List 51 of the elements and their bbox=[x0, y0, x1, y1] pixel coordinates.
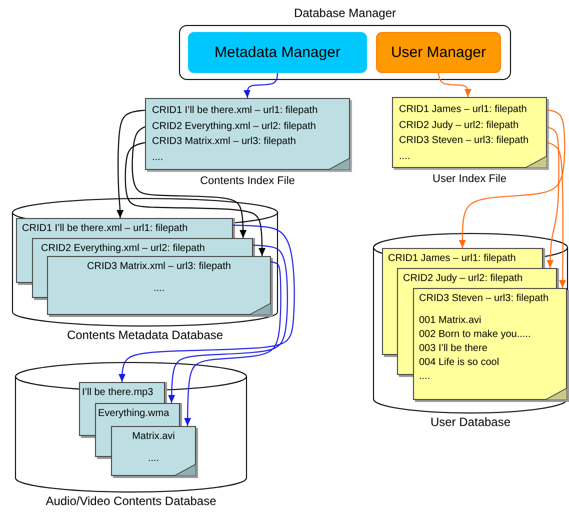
stacked-card-top bbox=[32, 238, 253, 256]
connector-arrow bbox=[132, 126, 247, 238]
card-text: 001 Matrix.avi bbox=[419, 314, 482, 328]
stacked-card-top bbox=[397, 268, 557, 288]
card-text: CRID2 Everything.xml – url2: filepath bbox=[41, 242, 206, 256]
card-text: CRID2 Judy – url2: filepath bbox=[403, 272, 524, 286]
card-text: 004 Life is so cool bbox=[419, 356, 500, 370]
connector-arrow bbox=[458, 109, 566, 248]
card-text: .... bbox=[419, 370, 432, 384]
card-text: I’ll be there.mp3 bbox=[82, 386, 154, 400]
stacked-card-top bbox=[382, 248, 543, 268]
connector-arrow bbox=[438, 72, 472, 97]
card-text: CRID1 James – url1: filepath bbox=[388, 252, 517, 266]
card-text: 003 I’ll be there bbox=[419, 342, 488, 356]
manager-box: Metadata Manager bbox=[188, 32, 367, 73]
card-text: Matrix.avi bbox=[131, 430, 176, 444]
database-label: Contents Metadata Database bbox=[66, 328, 224, 342]
card-text: .... bbox=[146, 452, 160, 466]
card-text: Everything.wma bbox=[98, 407, 170, 421]
connector-arrow bbox=[116, 110, 146, 218]
note-text: CRID3 Matrix.xml – url3: filepath bbox=[152, 135, 297, 149]
stacked-card-top bbox=[79, 382, 165, 403]
connector-arrow bbox=[124, 142, 266, 256]
connector-arrow bbox=[184, 261, 282, 426]
card-text: CRID1 I’ll be there.xml – url1: filepath bbox=[22, 222, 189, 236]
manager-box: User Manager bbox=[376, 32, 501, 73]
connector-arrow bbox=[168, 244, 288, 403]
note-text: CRID2 Judy – url2: filepath bbox=[399, 118, 520, 132]
database-label: Audio/Video Contents Database bbox=[44, 494, 218, 508]
card-text: 002 Born to make you..... bbox=[419, 328, 532, 342]
record-card bbox=[111, 426, 196, 476]
note-caption: Contents Index File bbox=[199, 175, 296, 187]
note-text: .... bbox=[399, 150, 412, 164]
record-card bbox=[47, 256, 271, 315]
connector-arrow bbox=[118, 224, 295, 382]
card-text: CRID3 Matrix.xml – url3: filepath bbox=[86, 260, 232, 274]
connector-arrow bbox=[546, 126, 560, 268]
card-text: .... bbox=[152, 282, 166, 296]
connector-arrow bbox=[546, 142, 566, 288]
record-card bbox=[413, 288, 567, 400]
database-label: User Database bbox=[429, 415, 512, 429]
note-text: CRID3 Steven – url3: filepath bbox=[399, 134, 530, 148]
note-text: .... bbox=[152, 150, 164, 164]
stacked-card-top bbox=[16, 218, 233, 238]
note-text: CRID1 I’ll be there.xml – url1: filepath bbox=[152, 104, 319, 118]
note-text: CRID2 Everything.xml – url2: filepath bbox=[152, 120, 317, 134]
note-caption: User Index File bbox=[432, 173, 508, 185]
note-text: CRID1 James – url1: filepath bbox=[399, 103, 528, 117]
card-text: CRID3 Steven – url3: filepath bbox=[419, 292, 550, 306]
stacked-card-top bbox=[95, 403, 180, 426]
group-heading: Database Manager bbox=[292, 6, 398, 20]
